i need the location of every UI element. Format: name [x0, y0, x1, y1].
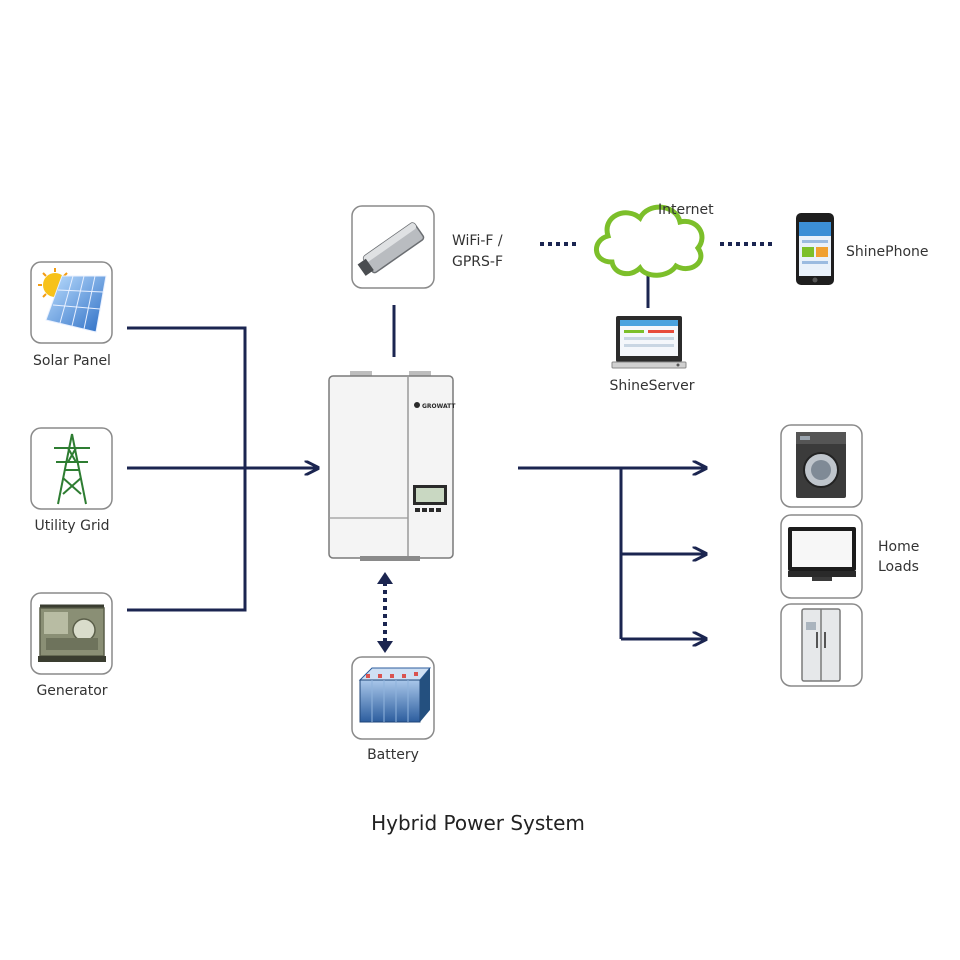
utility-grid-label: Utility Grid: [34, 518, 109, 534]
monitor-icon: [611, 316, 687, 369]
generator-icon: [38, 604, 106, 662]
television-node: [780, 514, 863, 599]
washing-machine-icon: [796, 432, 846, 498]
utility-grid-node: Utility Grid: [30, 427, 113, 534]
battery-bank-icon: [358, 667, 432, 723]
battery-label: Battery: [367, 747, 419, 763]
wifi-module-node: WiFi-F / GPRS-F: [351, 205, 503, 289]
washing-machine-node: [780, 424, 863, 508]
solar-panel-icon: [38, 268, 107, 333]
home-loads-label-line1: Home: [878, 539, 919, 555]
inverter-buttons: [415, 508, 441, 512]
wifi-module-label-line2: GPRS-F: [452, 254, 503, 270]
inverter-bottom-ports: [360, 556, 420, 561]
inverter-mount-right: [409, 371, 431, 377]
shine-server-label: ShineServer: [609, 378, 694, 394]
home-loads-label-line2: Loads: [878, 559, 919, 575]
diagram-title: Hybrid Power System: [371, 811, 585, 835]
battery-link: [377, 572, 393, 653]
solar-panel-node: Solar Panel: [30, 261, 113, 369]
utility-grid-card: [30, 427, 113, 510]
internet-node: Internet: [594, 202, 714, 278]
television-icon: [788, 527, 856, 581]
battery-link-arrowhead-down: [377, 641, 393, 653]
inverter-node: GROWATT: [328, 371, 456, 561]
refrigerator-icon: [801, 608, 841, 682]
inverter-lcd-screen: [416, 488, 444, 502]
shine-phone-label: ShinePhone: [846, 244, 929, 260]
cloud-icon: [594, 204, 705, 278]
generator-label: Generator: [36, 683, 107, 699]
inverter-brand: GROWATT: [422, 403, 456, 410]
source-connections: [127, 326, 318, 612]
smartphone-icon: [796, 213, 834, 285]
inverter-logo-icon: [414, 402, 420, 408]
internet-label: Internet: [658, 202, 714, 218]
solar-panel-label: Solar Panel: [33, 353, 111, 369]
generator-node: Generator: [30, 592, 113, 699]
battery-link-arrowhead-up: [377, 572, 393, 584]
battery-node: Battery: [351, 656, 435, 763]
wifi-module-label-line1: WiFi-F /: [452, 233, 503, 249]
wifi-stick-icon: [357, 222, 425, 276]
inverter-mount-left: [350, 371, 372, 377]
refrigerator-node: [780, 603, 863, 687]
shine-server-node: ShineServer: [609, 316, 695, 394]
load-connections: [518, 468, 706, 639]
shine-phone-node: ShinePhone: [796, 213, 929, 285]
transmission-tower-icon: [54, 433, 90, 505]
